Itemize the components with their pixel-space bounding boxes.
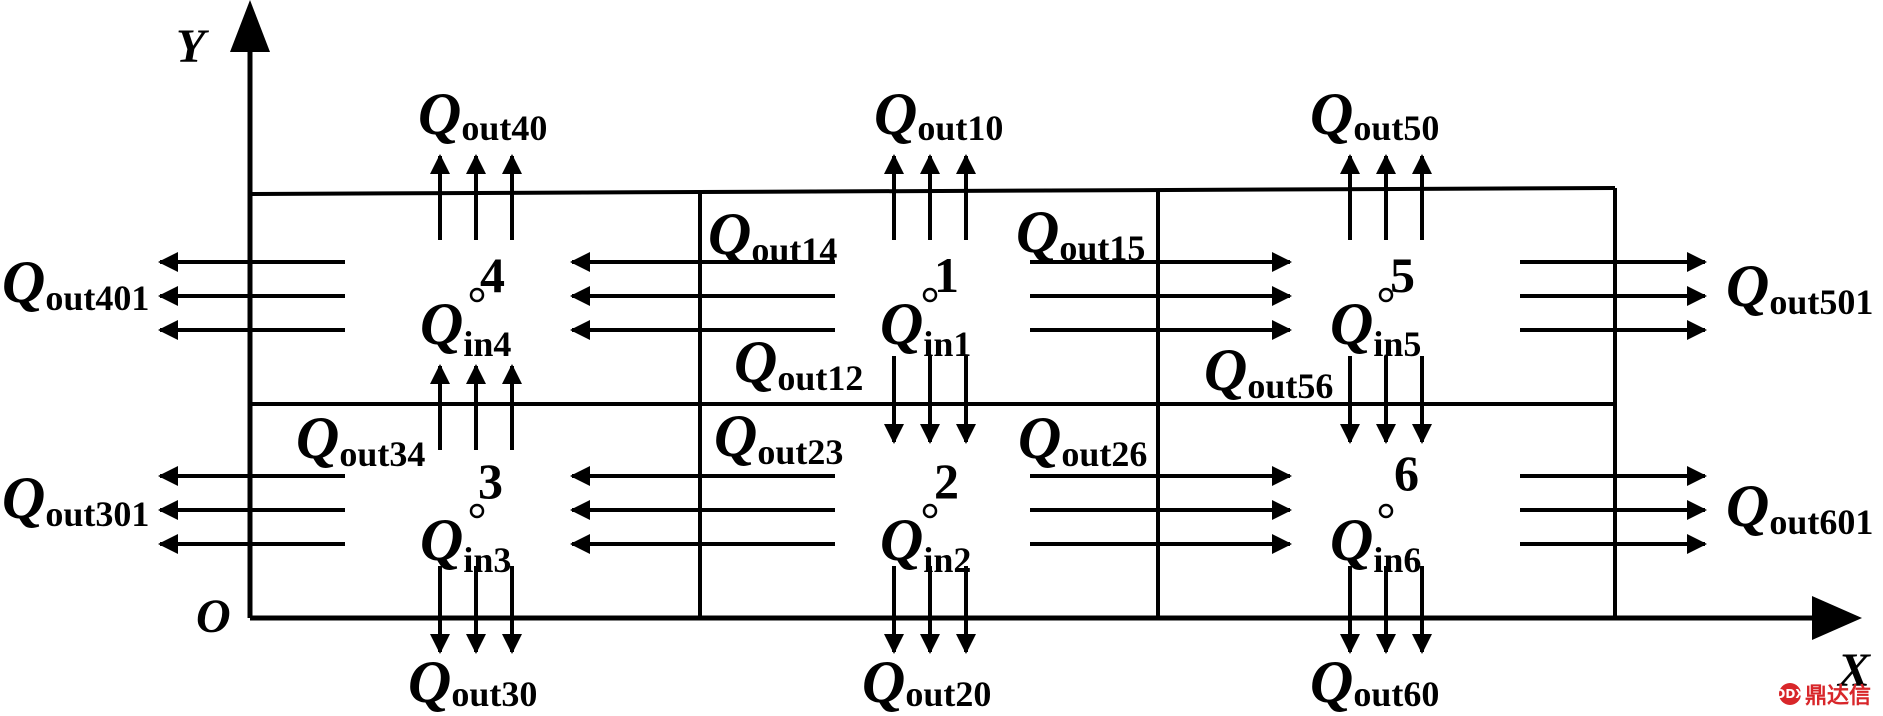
source-point-6 — [1378, 503, 1394, 519]
source-point-1 — [922, 287, 938, 303]
arrows-out12 — [884, 356, 976, 444]
flow-label-out301: Qout301 — [2, 465, 149, 534]
cell-labels: 4 Qin4 1 Qin1 5 Qin5 3 Qin3 2 Qin2 6 Qin… — [420, 247, 1421, 580]
cell-number-6: 6 — [1394, 445, 1419, 501]
arrows-out26 — [1030, 466, 1292, 554]
flow-label-out50: Qout50 — [1310, 81, 1439, 148]
arrows-out10 — [884, 154, 976, 240]
cell-number-5: 5 — [1390, 247, 1415, 303]
flow-label-out60: Qout60 — [1310, 649, 1439, 715]
arrows-out23 — [570, 466, 835, 554]
cell-number-3: 3 — [478, 453, 503, 509]
x-axis-arrowhead — [1812, 596, 1862, 640]
cell-inflow-5: Qin5 — [1330, 291, 1421, 364]
arrows-out56 — [1340, 356, 1432, 444]
flow-label-out10: Qout10 — [874, 81, 1003, 148]
arrows-out20 — [884, 566, 976, 654]
y-axis-label: Y — [176, 20, 209, 73]
flow-label-out34: Qout34 — [296, 405, 425, 474]
origin-label: O — [196, 590, 231, 643]
arrows-out30 — [430, 566, 522, 654]
cell-inflow-6: Qin6 — [1330, 507, 1421, 580]
arrows-out401 — [158, 252, 345, 340]
flow-label-out401: Qout401 — [2, 249, 149, 318]
arrows-out15 — [1030, 252, 1292, 340]
arrows-out60 — [1340, 566, 1432, 654]
arrows-out14 — [570, 252, 835, 340]
flow-label-out23: Qout23 — [714, 403, 843, 472]
source-point-4 — [469, 287, 485, 303]
cell-inflow-3: Qin3 — [420, 507, 511, 580]
cell-number-4: 4 — [480, 247, 505, 303]
source-point-2 — [922, 503, 938, 519]
watermark: DDX 鼎达信 — [1775, 678, 1871, 710]
flow-label-out40: Qout40 — [418, 81, 547, 148]
cell-number-2: 2 — [934, 453, 959, 509]
cell-number-1: 1 — [934, 247, 959, 303]
source-point-3 — [469, 503, 485, 519]
arrows-out501 — [1520, 252, 1707, 340]
watermark-logo-icon: DDX — [1775, 683, 1805, 705]
arrows-out50 — [1340, 154, 1432, 240]
source-point-5 — [1378, 287, 1394, 303]
source-points — [469, 287, 1394, 519]
flow-label-out30: Qout30 — [408, 649, 537, 715]
arrows-out301 — [158, 466, 345, 554]
flow-label-out601: Qout601 — [1726, 473, 1873, 542]
cell-inflow-4: Qin4 — [420, 291, 511, 364]
flow-label-out56: Qout56 — [1204, 337, 1333, 406]
flow-label-out20: Qout20 — [862, 649, 991, 715]
y-axis-arrowhead — [230, 0, 270, 52]
cell-inflow-2: Qin2 — [880, 507, 971, 580]
x-axis-label: X — [1836, 644, 1871, 697]
arrows-out601 — [1520, 466, 1707, 554]
cell-inflow-1: Qin1 — [880, 291, 971, 364]
flow-label-out501: Qout501 — [1726, 253, 1873, 322]
flow-label-out14: Qout14 — [708, 201, 837, 270]
arrows-out34 — [430, 364, 522, 450]
flow-label-out15: Qout15 — [1016, 199, 1145, 268]
watermark-text: 鼎达信 — [1804, 684, 1871, 709]
flow-label-out12: Qout12 — [734, 329, 863, 398]
flow-label-out26: Qout26 — [1018, 405, 1147, 474]
arrows-out40 — [430, 154, 522, 240]
flow-labels: Qout40 Qout10 Qout50 Qout401 Qout14 Qout… — [2, 81, 1873, 715]
